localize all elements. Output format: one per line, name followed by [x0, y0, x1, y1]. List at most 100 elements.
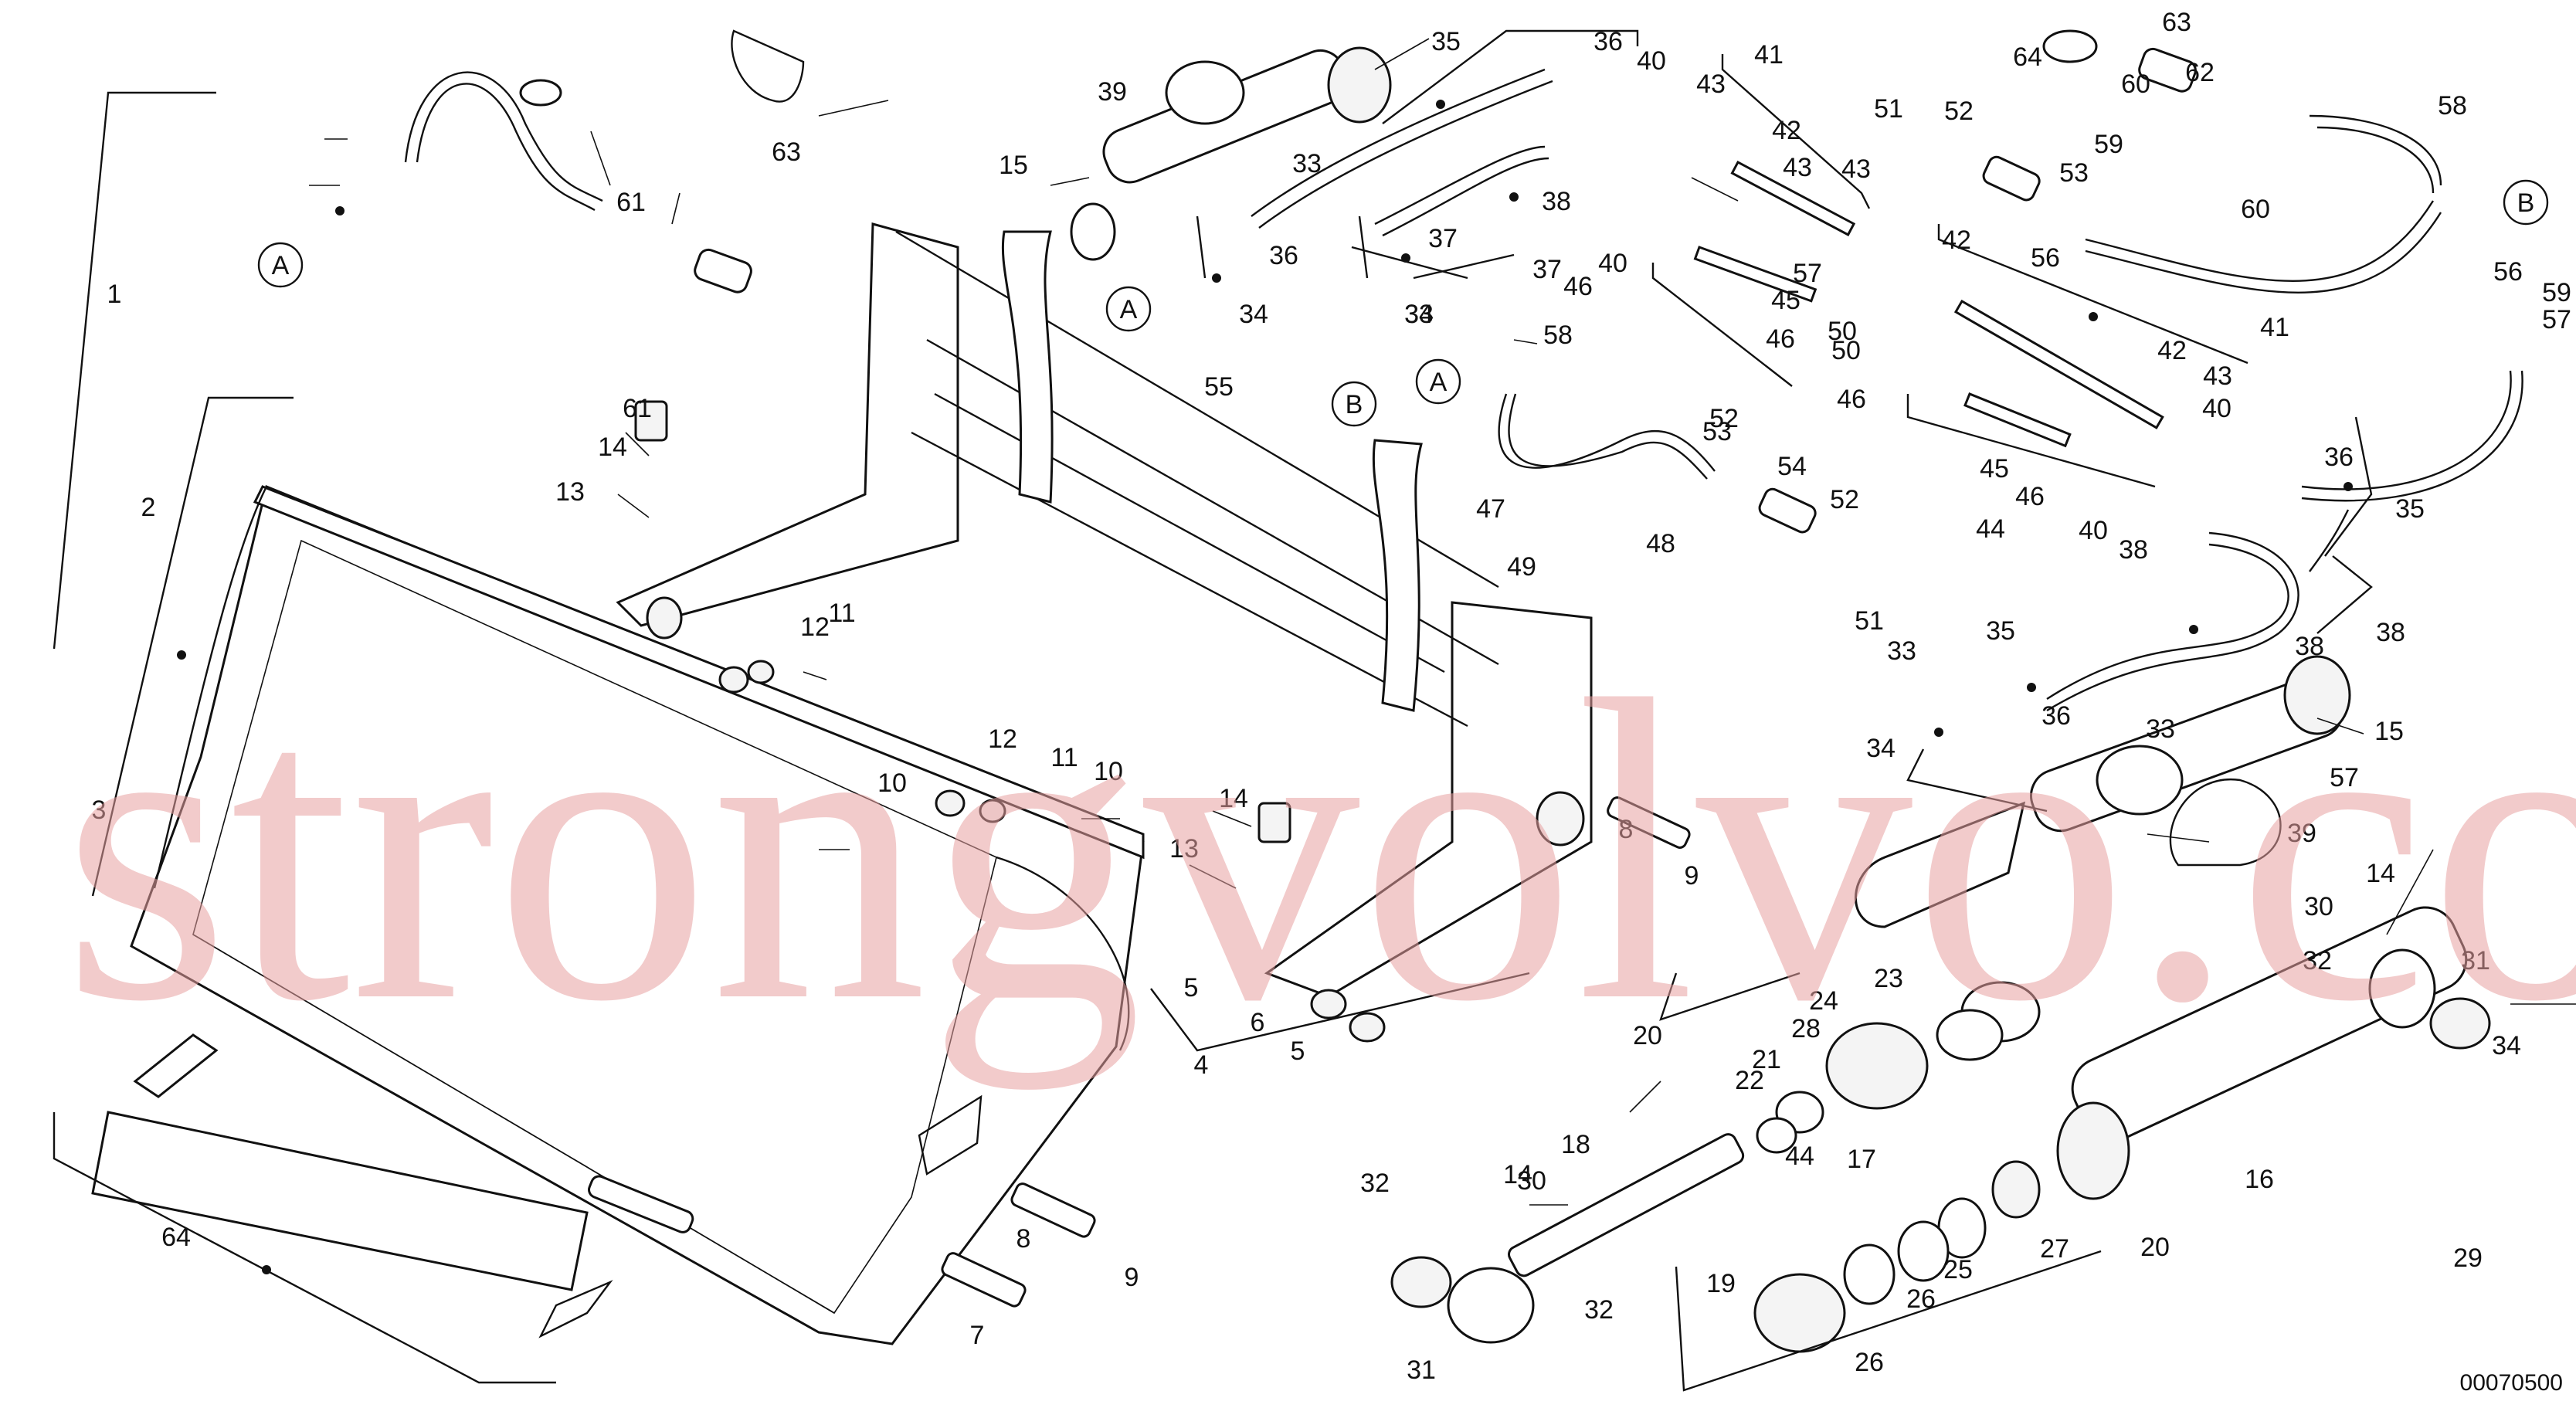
- callout-label: 19: [1706, 1269, 1736, 1298]
- callout-label: 43: [1841, 154, 1871, 184]
- reference-marker-label: B: [1346, 390, 1363, 419]
- callout-label: 16: [2245, 1165, 2274, 1194]
- callout-label: 36: [1593, 27, 1623, 56]
- callout-label: 43: [2203, 361, 2232, 391]
- callout-label: 32: [1360, 1169, 1390, 1198]
- callout-label: 7: [970, 1321, 985, 1350]
- callout-label: 8: [1016, 1224, 1031, 1254]
- callout-label: 34: [2492, 1031, 2521, 1060]
- rigid-pipes: [1693, 160, 2164, 448]
- callout-label: 9: [1125, 1263, 1139, 1292]
- callout-label: 13: [1169, 834, 1199, 863]
- callout-label: 18: [1561, 1130, 1590, 1159]
- callout-label: 42: [1942, 226, 1971, 255]
- callout-label: 35: [1986, 616, 2015, 646]
- callout-label: 12: [800, 612, 830, 642]
- callout-label: 57: [2542, 305, 2571, 334]
- callout-label: 55: [1204, 372, 1234, 402]
- reference-marker-circle: [2503, 179, 2549, 226]
- callout-label: 41: [2260, 313, 2289, 342]
- callout-label: 33: [1404, 300, 1434, 329]
- callout-label: 36: [1269, 241, 1298, 270]
- callout-label: 43: [1696, 70, 1726, 99]
- callout-label: 50: [1831, 336, 1861, 365]
- callout-label: 40: [1598, 249, 1627, 278]
- callout-label: 10: [877, 768, 907, 798]
- callout-label: 39: [1098, 77, 1127, 107]
- callout-label: 56: [2493, 257, 2523, 287]
- callout-label: 51: [1874, 94, 1903, 124]
- callout-label: 32: [2303, 946, 2332, 975]
- piston-rod: [1390, 981, 2041, 1353]
- reference-marker-circle: [1331, 381, 1377, 427]
- callout-label: 1: [107, 280, 122, 309]
- callout-label: 26: [1855, 1348, 1884, 1377]
- callout-label: 5: [1184, 973, 1199, 1003]
- marker-dots: [177, 100, 2353, 1274]
- callout-label: 36: [2324, 443, 2354, 472]
- callout-label: 60: [2121, 70, 2150, 99]
- callout-label: 41: [1754, 40, 1784, 70]
- callout-label: 13: [555, 477, 585, 507]
- callout-label: 38: [2376, 618, 2405, 647]
- callout-label: 15: [999, 151, 1028, 180]
- callout-label: 44: [1785, 1142, 1814, 1171]
- reference-marker-label: A: [1120, 295, 1138, 324]
- callout-label: 46: [1563, 272, 1593, 301]
- callout-label: 56: [2031, 243, 2060, 273]
- reference-marker: A: [1415, 358, 1461, 405]
- callout-label: 61: [623, 394, 652, 423]
- reference-marker-circle: [257, 242, 304, 288]
- callout-label: 35: [1431, 27, 1461, 56]
- callout-label: 44: [1976, 514, 2005, 544]
- callout-label: 30: [2304, 892, 2333, 921]
- callout-label: 46: [2015, 482, 2045, 511]
- callout-label: 39: [2287, 819, 2316, 848]
- reference-marker: B: [2503, 179, 2549, 226]
- callout-label: 26: [1906, 1284, 1936, 1314]
- callout-label: 36: [2041, 701, 2071, 731]
- callout-label: 45: [1771, 286, 1800, 315]
- callout-label: 51: [1855, 606, 1884, 636]
- callout-label: 60: [2241, 195, 2270, 224]
- cylinder-top: [1070, 46, 1392, 261]
- callout-label: 31: [2461, 946, 2490, 975]
- callout-label: 62: [2185, 58, 2215, 87]
- callout-label: 46: [1766, 324, 1795, 354]
- callout-label: 34: [1866, 734, 1896, 763]
- callout-label: 50: [1828, 317, 1857, 346]
- callout-label: 48: [1646, 529, 1675, 558]
- callout-label: 63: [772, 137, 801, 167]
- drawing-number: 00070500: [2460, 1370, 2563, 1396]
- callout-label: 45: [1980, 454, 2009, 483]
- callout-label: 3: [92, 796, 107, 825]
- cylinder-right: [1855, 655, 2351, 928]
- reference-marker-label: B: [2517, 188, 2535, 218]
- callout-label: 54: [1777, 452, 1807, 481]
- callout-label: 52: [1709, 404, 1739, 433]
- callout-label: 33: [2146, 714, 2175, 744]
- callout-label: 42: [1772, 116, 1801, 145]
- callout-label: 40: [2079, 516, 2108, 545]
- callout-label: 8: [1619, 815, 1634, 844]
- callout-label: 38: [2119, 535, 2148, 565]
- frame-drawing: [616, 222, 1593, 998]
- callout-label: 14: [598, 433, 627, 462]
- callout-label: 42: [2157, 336, 2187, 365]
- callout-label: 14: [2366, 859, 2395, 888]
- callout-label: 25: [1943, 1255, 1973, 1284]
- reference-marker: B: [1331, 381, 1377, 427]
- callout-label: 40: [2202, 394, 2232, 423]
- watermark-text: strongvolvo.com: [62, 612, 2576, 1091]
- small-parts: [91, 29, 2282, 1338]
- callout-label: 47: [1476, 494, 1505, 524]
- callout-label: 53: [1702, 417, 1732, 446]
- callout-label: 53: [2059, 158, 2089, 188]
- callout-label: 11: [828, 599, 855, 628]
- callout-label: 38: [1542, 187, 1571, 216]
- callout-label: 61: [616, 188, 646, 217]
- callout-label: 28: [1791, 1014, 1821, 1043]
